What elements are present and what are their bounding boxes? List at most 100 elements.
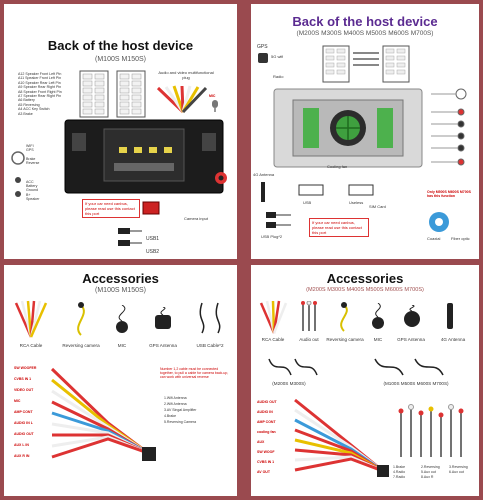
side-label: Reverse: [26, 161, 40, 166]
list-item: 3.AV Singal Amplifier: [164, 408, 197, 412]
mic-icon: [212, 100, 218, 112]
panel4-bottom-list: 1.Brake 2.Reversing 3.Reversing 4.Radio …: [393, 465, 477, 480]
pin-label: A9 Speaker Rear Right Pin: [18, 85, 62, 90]
list-item: 6.Aux out: [449, 470, 464, 474]
acc-caption: Reversing camera: [62, 343, 100, 348]
list-item: 5.Aux out: [421, 470, 436, 474]
sim-card-label: SIM Card: [369, 204, 386, 209]
fiber-optic-label: Fiber optic: [451, 236, 470, 241]
list-item: 3.Reversing: [449, 465, 468, 469]
panel4-title: Accessories: [326, 271, 404, 286]
wifi-label: 5G wifi: [271, 54, 284, 59]
av-plug-label: Audio and video multifunctional plug: [158, 70, 214, 80]
usb2-label: USB2: [146, 249, 160, 255]
iso-connector: [79, 70, 109, 118]
list-item: 4.Brake: [164, 414, 177, 418]
wire-label: AUDIO OUT: [257, 400, 277, 404]
usb-plug-label: USB Plug*2: [261, 234, 283, 239]
panel-back-m200s: Back of the host device (M200S M300S M40…: [251, 4, 479, 259]
wire-label: MIC: [14, 399, 21, 403]
rca-cable-icon: [14, 300, 48, 338]
acc-caption: Reversing camera: [326, 337, 364, 342]
steering-wheel-icon: [11, 151, 25, 197]
panel4-harness: [294, 398, 389, 477]
mic-accessory-icon: [372, 303, 384, 329]
4g-antenna-label: 4G Antenna: [253, 172, 275, 177]
wire-label: AMP CONT: [14, 410, 33, 414]
acc-caption: GPS Antenna: [149, 343, 177, 348]
pin-label: A6 Battery: [18, 98, 35, 103]
wire-label: AUDIO OUT: [14, 432, 34, 436]
usb-cable-accessory-icon: [199, 302, 221, 334]
coaxial-label: Coaxial: [427, 236, 441, 241]
panel2-right-plugs: [431, 88, 467, 166]
wire-label: cooling fan: [257, 430, 276, 434]
panel2-connectors: [322, 45, 410, 83]
side-label: Battery: [26, 184, 38, 189]
pin-label: A4 ACC Key Switch: [18, 107, 50, 112]
list-item: 2.Wifi Antenna: [164, 402, 187, 406]
pin-label: A3 Brake: [18, 111, 33, 116]
pin-label: A8 Speaker Front Right Pin: [18, 89, 62, 94]
mic-accessory-icon: [116, 305, 128, 333]
panel-back-m100s: Back of the host device (M100S M150S) A1…: [4, 4, 237, 259]
gps-antenna-icon: [258, 53, 268, 63]
gps-label: GPS: [257, 44, 268, 50]
pin-label: A5 Reversing: [18, 102, 40, 107]
acc-caption: MIC: [117, 343, 127, 348]
canbus-warning: If your car need canbus, please read use…: [82, 199, 140, 218]
pin-label: A12 Speaker Front Left Pin: [18, 72, 62, 76]
side-label: Ground: [26, 188, 38, 193]
panel1-left-labels: WIFI GPS Brake Reverse ACC Battery Groun…: [26, 144, 39, 202]
panel2-models: (M200S M300S M400S M500S M600S M700S): [296, 30, 434, 37]
panel3-wire-labels: SW WOOFER CVBS IN 1 VIDEO OUT MIC AMP CO…: [14, 363, 36, 462]
usb1-label: USB1: [146, 236, 160, 242]
pin-label: A11 Speaker Front Left Pin: [18, 76, 62, 81]
reversing-camera-icon: [340, 302, 348, 332]
reversing-camera-icon: [77, 302, 85, 336]
coaxial-icon: [429, 212, 449, 232]
panel3-models: (M100S M150S): [95, 287, 146, 294]
panel4-models: (M200S M300S M400S M500S M600S M700S): [306, 287, 424, 293]
wire-label: VIDEO OUT: [14, 388, 34, 392]
cooling-fan-label: Cooling fan: [327, 164, 348, 169]
panel3-harness: [50, 367, 156, 461]
panel3-title: Accessories: [82, 271, 159, 286]
wire-label: AUX R IN: [14, 454, 30, 458]
side-label: WIFI: [26, 144, 34, 148]
acc-caption: Audio out: [299, 337, 319, 342]
acc-caption: USB Cable*2: [196, 343, 224, 348]
panel1-models: (M100S M150S): [95, 56, 146, 63]
list-item: 4.Radio: [393, 470, 406, 474]
4g-antenna-accessory-icon: [447, 303, 453, 329]
gps-accessory-icon: [155, 307, 171, 329]
4g-antenna-icon: [261, 182, 265, 202]
wire-label: AUX: [257, 440, 265, 444]
panel3-note: Number 1,2 cable must be connected toget…: [160, 367, 229, 379]
sub-left-caption: (M200S M300S): [272, 381, 306, 386]
acc-caption: RCA Cable: [261, 337, 285, 342]
list-item: 7.Radio: [393, 475, 406, 479]
side-label: Brake: [26, 156, 36, 161]
wire-label: AV OUT: [257, 470, 270, 474]
useless-label: Useless: [349, 200, 364, 205]
wire-label: SW WOOF: [257, 450, 275, 454]
only-models-note: Only M500S M600S M700S has this function: [427, 190, 471, 198]
wire-label: AUX L IN: [14, 443, 29, 447]
usb-cable-pair-left: [268, 358, 318, 376]
canbus-module-icon: [142, 201, 160, 215]
panel4-wire-labels: AUDIO OUT AUDIO IN AMP CONT cooling fan …: [257, 397, 277, 477]
pin-label: A10 Speaker Rear Left Pin: [18, 80, 61, 85]
panel-accessories-m200s: Accessories (M200S M300S M400S M500S M60…: [251, 265, 479, 496]
usb-plug-icon: [266, 212, 291, 228]
wire-label: CVBS IN 1: [14, 377, 32, 381]
wire-label: AUDIO IN: [257, 410, 273, 414]
pin-label: A7 Speaker Rear Right Pin: [18, 94, 62, 99]
usb-cable-pair-right: [374, 358, 444, 376]
panel1-pin-labels: A12 Speaker Front Left Pin A11 Speaker F…: [18, 72, 78, 116]
panel2-title: Back of the host device: [292, 14, 438, 29]
gps-accessory-icon: [404, 305, 420, 327]
list-item: 8.Aux R: [421, 475, 434, 479]
list-item: 2.Reversing: [421, 465, 440, 469]
acc-caption: 4G Antenna: [440, 337, 466, 342]
